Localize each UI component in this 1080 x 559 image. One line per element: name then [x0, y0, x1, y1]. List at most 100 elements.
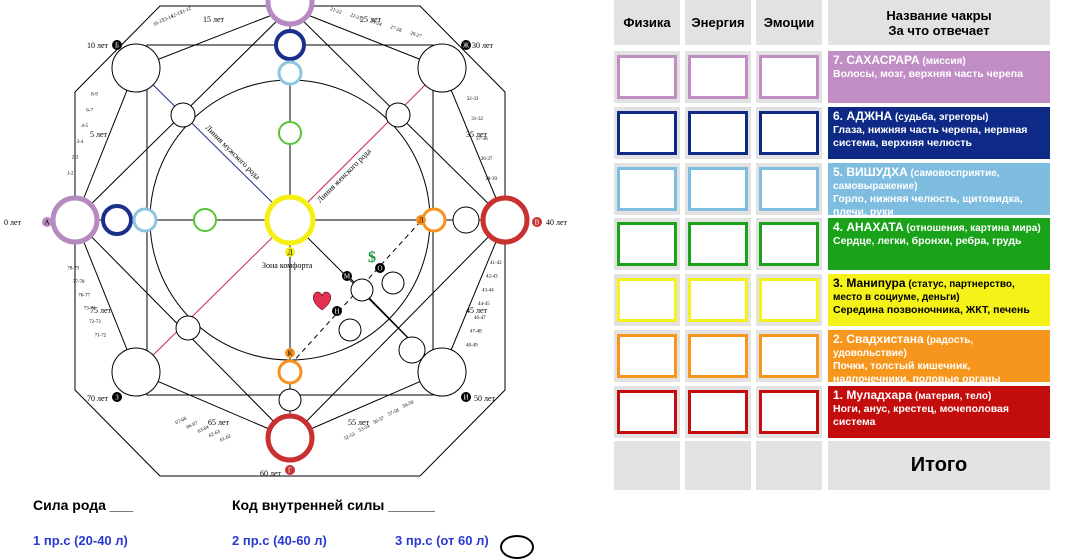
corner-circle-b[interactable]: [111, 43, 161, 93]
top-sky-circle[interactable]: [277, 60, 303, 86]
age-tick: 27-28: [389, 25, 402, 34]
row-6-emotions-cell: [756, 385, 822, 438]
badge-n: Н: [332, 306, 342, 316]
left-indigo-circle[interactable]: [101, 204, 133, 236]
svg-text:Б: Б: [115, 42, 119, 50]
corner-circle-i[interactable]: [417, 347, 467, 397]
age-tick: 62-63: [208, 429, 221, 439]
row-5-energy-input[interactable]: [688, 334, 748, 378]
age-tick: 13-14: [162, 14, 175, 24]
row-1-emotions-input[interactable]: [759, 110, 819, 155]
age-tick: 26-27: [409, 31, 422, 40]
age-tick: 77-78: [73, 280, 85, 285]
row-6-emotions-input[interactable]: [759, 389, 819, 434]
row-5-physics-cell: [614, 330, 680, 382]
money-circle-2[interactable]: [381, 271, 405, 295]
age-tick: 21-22: [329, 7, 342, 16]
period-3-label: 3 пр.с (от 60 л): [395, 533, 489, 548]
row-0-energy-cell: [685, 51, 751, 103]
header-chakra-name: Название чакры: [886, 7, 992, 23]
row-4-physics-input[interactable]: [617, 278, 677, 323]
age-0: 0 лет: [4, 218, 22, 227]
age-tick: 23-24: [369, 19, 382, 28]
row-3-emotions-cell: [756, 218, 822, 271]
age-tick: 43-44: [482, 288, 494, 293]
left-sky-circle[interactable]: [132, 207, 158, 233]
row-1-energy-input[interactable]: [688, 110, 748, 155]
row-1-physics-input[interactable]: [617, 110, 677, 155]
total-energy[interactable]: [685, 441, 751, 490]
total-emotions[interactable]: [756, 441, 822, 490]
row-3-physics-input[interactable]: [617, 222, 677, 267]
row-2-emotions-cell: [756, 162, 822, 215]
row-5-physics-input[interactable]: [617, 334, 677, 378]
row-6-physics-input[interactable]: [617, 389, 677, 434]
left-green-circle[interactable]: [193, 208, 217, 232]
age-tick: 36-37: [481, 157, 493, 162]
bottom-orange-circle[interactable]: [277, 359, 303, 385]
row-0-energy-input[interactable]: [688, 55, 748, 99]
svg-text:И: И: [463, 394, 468, 402]
chakra-sub: (радость, удовольствие): [833, 335, 974, 359]
corner-circle-zh[interactable]: [417, 43, 467, 93]
right-inner-circle[interactable]: [452, 206, 480, 234]
money-circle-1[interactable]: [350, 278, 374, 302]
chakra-row-5: 2. Свадхистана (радость, удовольствие)По…: [828, 330, 1050, 382]
inner-corner-circle-4[interactable]: [398, 336, 426, 364]
row-3-physics-cell: [614, 218, 680, 271]
right-red-circle[interactable]: [480, 195, 530, 245]
row-6-energy-input[interactable]: [688, 389, 748, 434]
chakra-desc: Волосы, мозг, верхняя часть черепа: [833, 68, 1024, 80]
row-5-emotions-input[interactable]: [759, 334, 819, 378]
inner-corner-circle-2[interactable]: [385, 102, 411, 128]
period-3-circle[interactable]: [500, 535, 534, 559]
badge-v: В: [532, 217, 542, 227]
left-violet-circle[interactable]: [50, 195, 100, 245]
chakra-desc: Глаза, нижняя часть черепа, нервная сист…: [833, 123, 1028, 149]
age-tick: 46-47: [474, 316, 486, 321]
row-2-emotions-input[interactable]: [759, 166, 819, 211]
age-tick: 61-62: [220, 434, 233, 444]
period-1-label: 1 пр.с (20-40 л): [33, 533, 128, 548]
love-circle[interactable]: [338, 318, 362, 342]
top-green-circle[interactable]: [278, 121, 302, 145]
row-0-emotions-cell: [756, 51, 822, 103]
age-tick: 78-79: [67, 266, 79, 271]
age-tick: 22-23: [349, 13, 362, 22]
row-0-physics-input[interactable]: [617, 55, 677, 99]
svg-text:К: К: [288, 350, 293, 358]
matrix-diagram: А Б В Ж З И Г Д Л К М О Н $ 0 лет 10 лет…: [4, 0, 568, 478]
chakra-name: 5. ВИШУДХА: [833, 164, 908, 179]
age-tick: 16-17: [153, 18, 166, 28]
rod-strength-label: Сила рода ___: [33, 497, 134, 513]
row-3-energy-input[interactable]: [688, 222, 748, 267]
top-indigo-circle[interactable]: [274, 29, 306, 61]
row-4-emotions-input[interactable]: [759, 278, 819, 323]
svg-text:Л: Л: [419, 217, 424, 225]
row-2-energy-input[interactable]: [688, 166, 748, 211]
age-tick: 47-48: [470, 330, 482, 335]
row-2-physics-input[interactable]: [617, 166, 677, 211]
chakra-name: 2. Свадхистана: [833, 332, 924, 346]
badge-m: М: [342, 271, 352, 281]
right-orange-circle[interactable]: [421, 207, 447, 233]
row-0-emotions-input[interactable]: [759, 55, 819, 99]
total-physics[interactable]: [614, 441, 680, 490]
bottom-red-circle[interactable]: [265, 413, 315, 463]
inner-corner-circle-1[interactable]: [170, 102, 196, 128]
bottom-white-circle[interactable]: [278, 388, 302, 412]
row-3-emotions-input[interactable]: [759, 222, 819, 267]
corner-circle-z[interactable]: [111, 347, 161, 397]
top-violet-circle[interactable]: [265, 0, 315, 27]
badge-z: З: [112, 392, 122, 402]
chakra-name: 7. САХАСРАРА: [833, 53, 920, 67]
header-physics: Физика: [614, 0, 680, 45]
inner-corner-circle-3[interactable]: [175, 315, 201, 341]
age-10: 10 лет: [87, 41, 109, 50]
row-4-energy-input[interactable]: [688, 278, 748, 323]
chakra-sub: (миссия): [919, 56, 966, 67]
center-yellow-circle[interactable]: [264, 194, 316, 246]
badge-g: Г: [285, 465, 295, 475]
age-tick: 12-13: [171, 10, 184, 20]
